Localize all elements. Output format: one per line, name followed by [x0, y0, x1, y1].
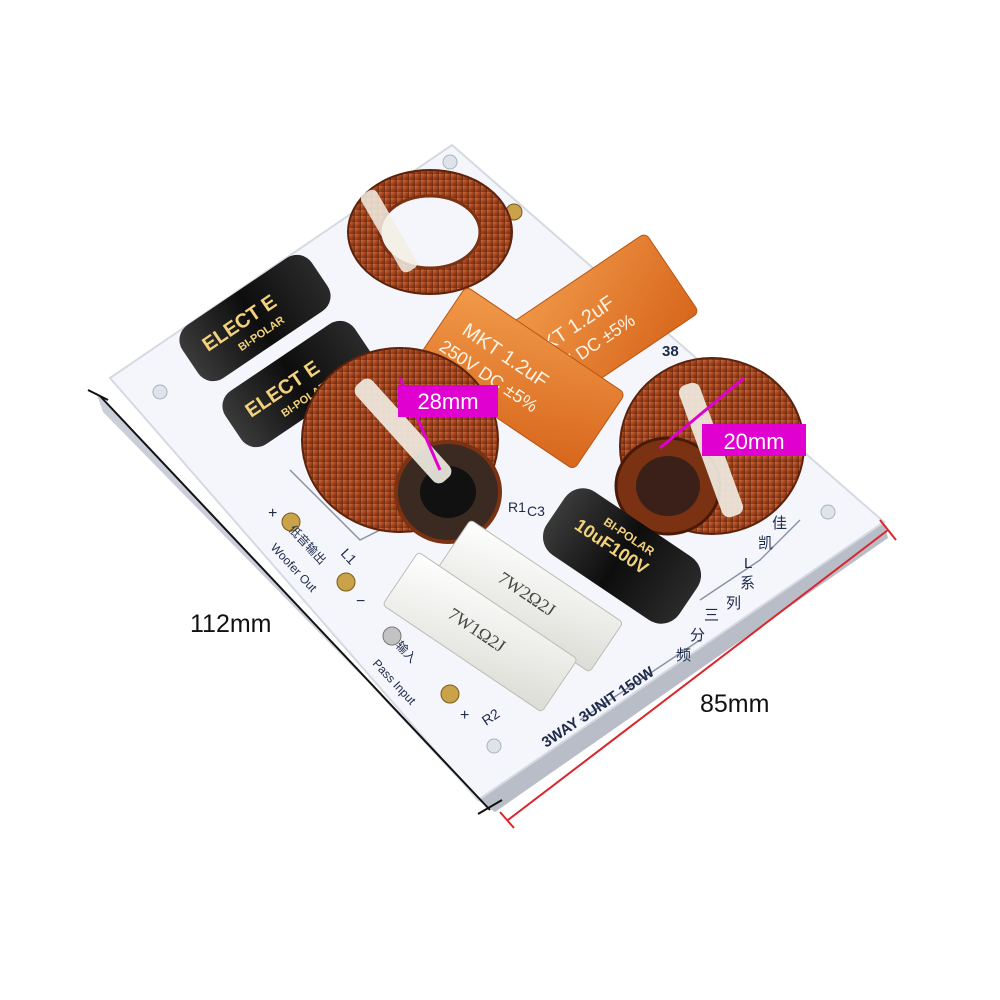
silk-outline — [579, 639, 701, 721]
pcb-edge-right — [478, 522, 888, 812]
c3-label: C3 — [527, 503, 545, 519]
coil-small-tag: 20mm — [702, 424, 806, 456]
brand-cn-0: 佳 — [772, 515, 787, 532]
silk-outline — [699, 519, 801, 601]
solder-pad — [336, 572, 356, 592]
dimension-width: 85mm — [499, 519, 897, 829]
mount-hole — [486, 738, 502, 754]
mount-hole — [442, 154, 458, 170]
brand-cn-2: L — [744, 555, 752, 572]
coil-small-label: 20mm — [723, 429, 784, 454]
inductor-top — [347, 169, 513, 295]
resistor-front: 7W1Ω2J — [383, 552, 577, 712]
length-label: 112mm — [190, 610, 272, 638]
dimension-length: 112mm — [87, 389, 503, 815]
r1-label: R1 — [508, 499, 526, 515]
minus-sign: − — [356, 593, 365, 610]
solder-pad — [440, 684, 460, 704]
solder-pad — [281, 512, 301, 532]
mount-hole — [152, 384, 168, 400]
brand-cn-5: 三 — [704, 607, 719, 624]
brand-cn-column: 佳 凯 L 系 列 三 分 频 — [676, 515, 787, 664]
brand-cn-1: 凯 — [758, 535, 773, 552]
coil-large-label: 28mm — [417, 389, 478, 414]
width-label: 85mm — [700, 690, 769, 718]
plus-sign-bottom: + — [460, 707, 469, 724]
coil-small-measure-line — [659, 376, 745, 450]
brand-cn-3: 系 — [740, 575, 755, 592]
brand-cn-6: 分 — [690, 627, 705, 644]
electrolytic-capacitor-b: ELECT E BI-POLAR — [222, 320, 374, 448]
brand-cn-7: 频 — [676, 647, 691, 664]
solder-pad — [382, 626, 402, 646]
coil-large-tag: 28mm — [398, 385, 498, 417]
ref-38: 38 — [662, 343, 679, 360]
mount-hole — [820, 504, 836, 520]
brand-cn-4: 列 — [726, 595, 741, 612]
plus-sign-top: + — [268, 505, 277, 522]
